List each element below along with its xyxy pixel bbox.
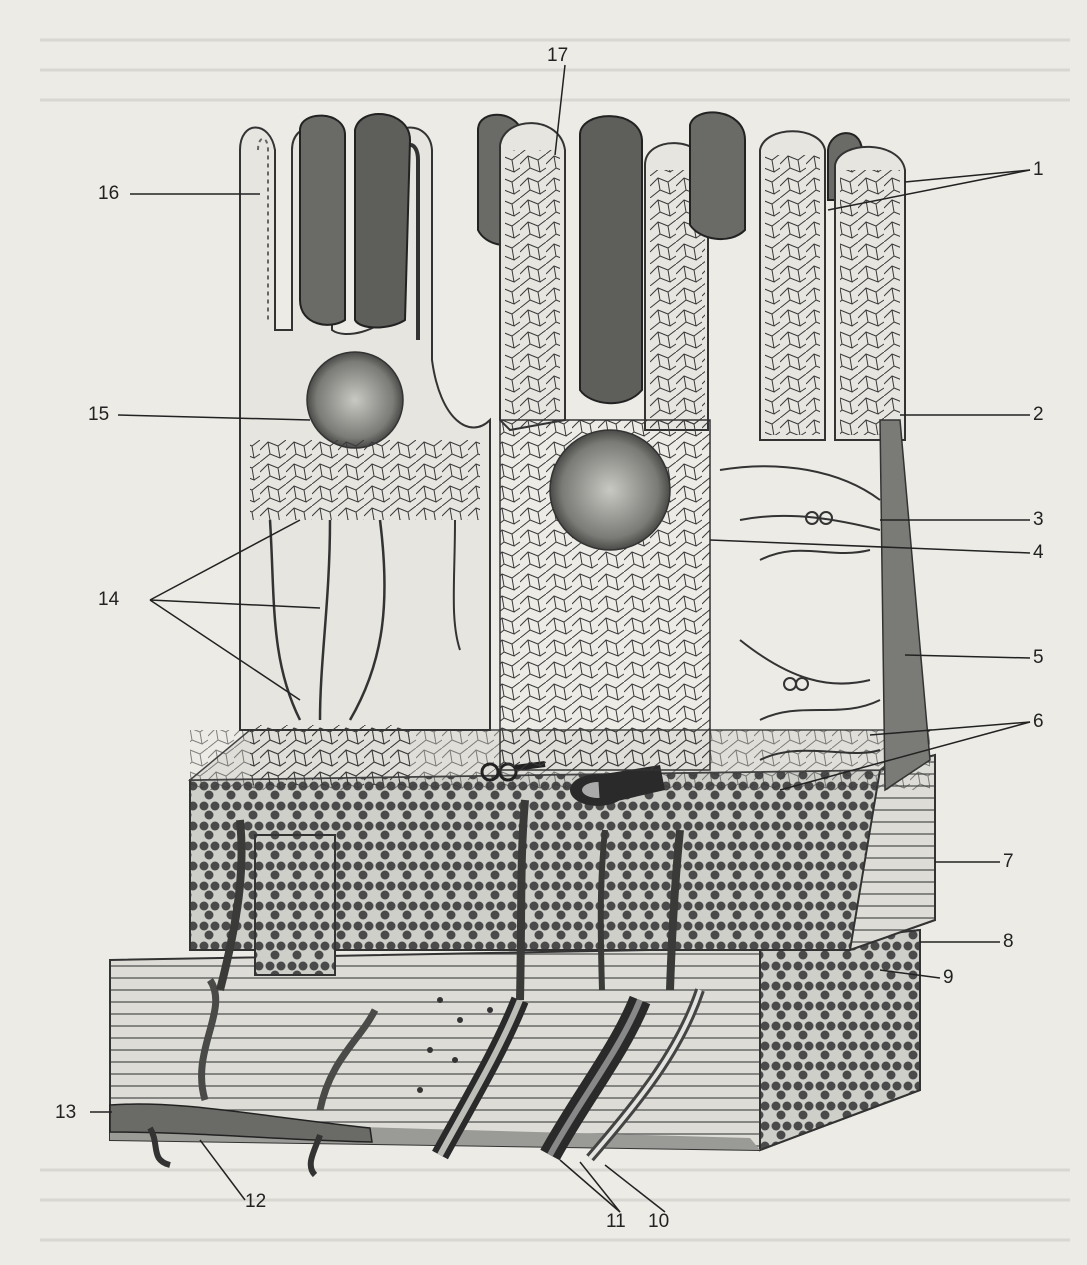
- label-14: 14: [98, 590, 119, 609]
- lymphoid-nodule-center: [550, 430, 670, 550]
- label-4: 4: [1033, 543, 1044, 562]
- label-5: 5: [1033, 648, 1044, 667]
- label-2: 2: [1033, 405, 1044, 424]
- label-8: 8: [1003, 932, 1014, 951]
- label-3: 3: [1033, 510, 1044, 529]
- label-15: 15: [88, 405, 109, 424]
- label-11: 11: [606, 1212, 626, 1231]
- branching-nerve-network: [720, 466, 880, 760]
- muscle-band: [880, 420, 930, 790]
- label-6: 6: [1033, 712, 1044, 731]
- label-16: 16: [98, 184, 119, 203]
- label-10: 10: [648, 1212, 669, 1231]
- label-17: 17: [547, 46, 568, 65]
- label-12: 12: [245, 1192, 266, 1211]
- label-13: 13: [55, 1103, 76, 1122]
- label-1: 1: [1033, 160, 1044, 179]
- label-9: 9: [943, 968, 954, 987]
- muscularis-longitudinal-layer: [110, 930, 920, 1175]
- label-7: 7: [1003, 852, 1014, 871]
- lymphoid-nodule-left: [307, 352, 403, 448]
